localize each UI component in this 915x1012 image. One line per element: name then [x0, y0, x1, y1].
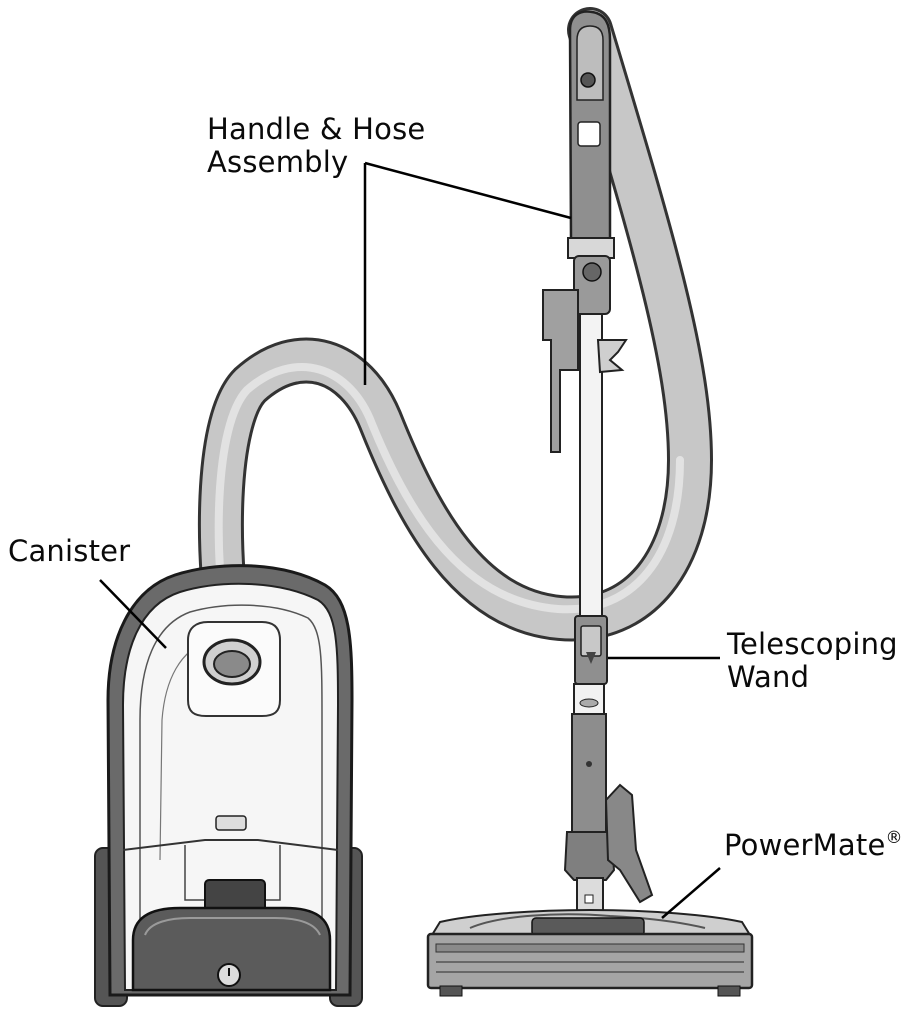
leader-line-canister — [99, 579, 167, 649]
label-handle-hose-line1: Handle & Hose — [207, 112, 426, 146]
powermate-head — [426, 908, 754, 997]
label-handle-hose-line2: Assembly — [207, 145, 349, 179]
leader-line-handle-to-grip — [364, 161, 572, 220]
registered-mark: ® — [885, 828, 903, 848]
label-handle-hose-assembly: Handle & Hose Assembly — [207, 113, 425, 179]
label-telescoping-wand: Telescoping Wand — [727, 628, 898, 694]
hose — [197, 7, 714, 673]
label-canister: Canister — [8, 534, 131, 568]
canister-body — [94, 564, 363, 1007]
label-powermate-text: PowerMate — [724, 828, 886, 862]
leader-lines — [99, 161, 721, 919]
label-powermate: PowerMate® — [724, 829, 903, 862]
label-telescoping-line2: Wand — [727, 660, 810, 694]
label-telescoping-line1: Telescoping — [727, 627, 898, 661]
leader-line-powermate — [661, 867, 721, 919]
handle-and-wand — [542, 10, 654, 923]
